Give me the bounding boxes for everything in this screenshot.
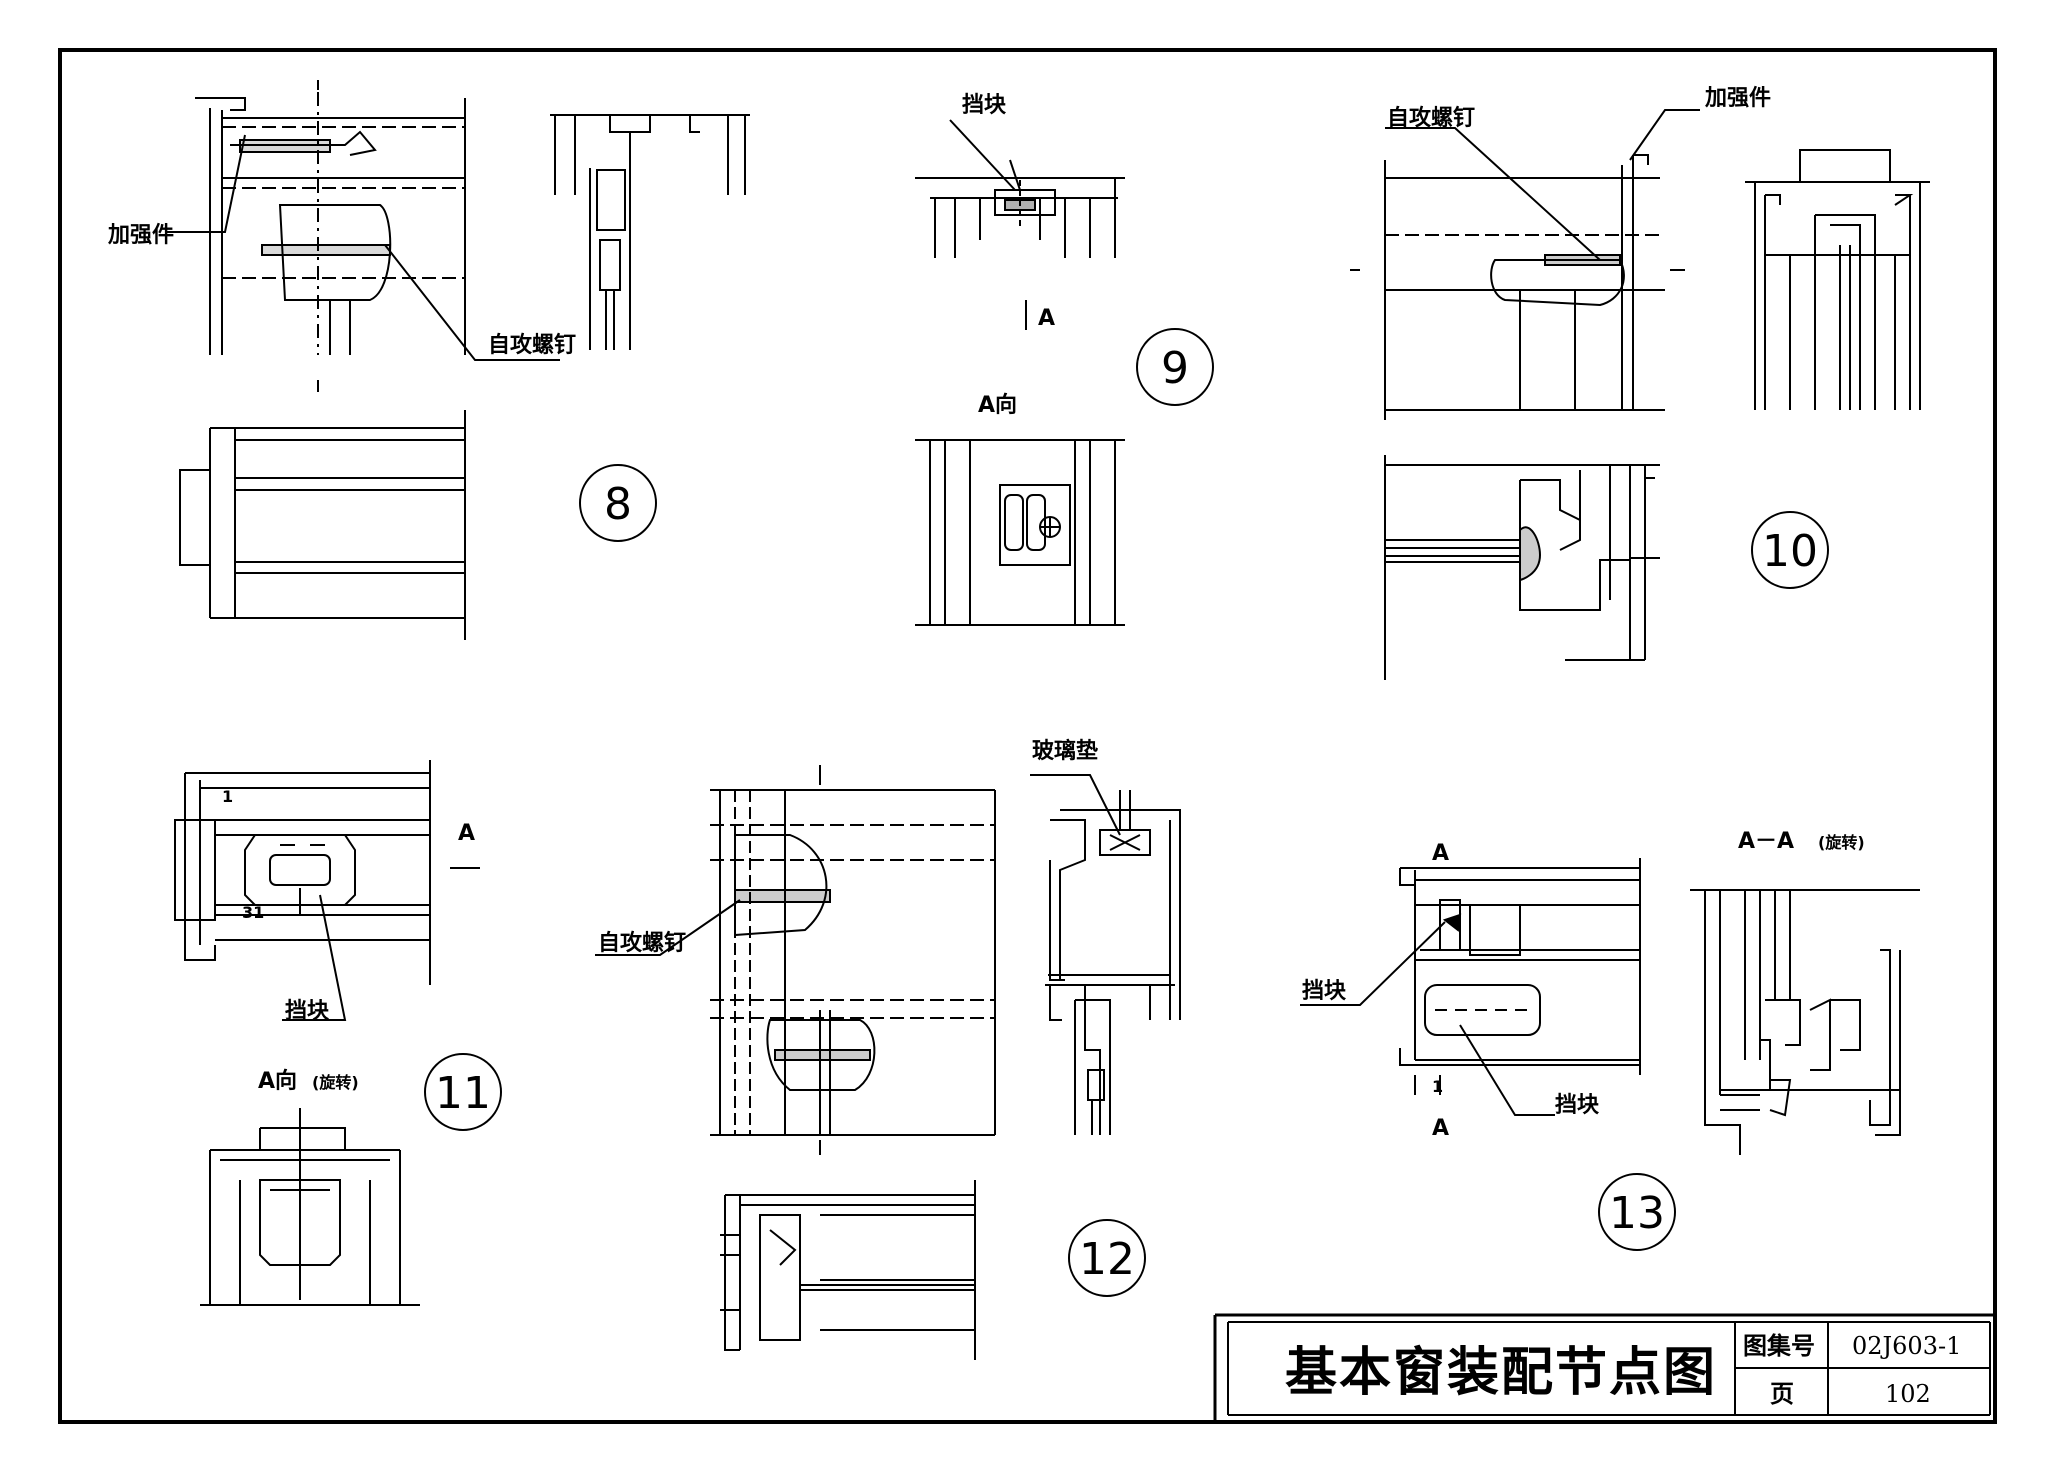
detail-13-number: 13	[1609, 1188, 1665, 1239]
detail-8-section	[550, 114, 750, 350]
detail-13-marker	[1598, 1173, 1676, 1251]
detail-8-elevation	[195, 80, 466, 392]
drawing-title: 基本窗装配节点图	[1285, 1343, 1717, 1403]
detail-11-marker	[424, 1053, 502, 1131]
label-view-a-9: A向	[978, 392, 1017, 418]
detail-12-elevation	[710, 765, 996, 1155]
label-a1-bottom-13: A	[1432, 1116, 1449, 1141]
detail-10-number: 10	[1762, 526, 1818, 577]
leader-screw-10	[1385, 127, 1601, 261]
atlas-number-value: 02J603-1	[1852, 1332, 1961, 1360]
label-stopblock-9: 挡块	[962, 93, 1007, 118]
detail-12-plan	[720, 1180, 976, 1360]
detail-11-view-a	[200, 1108, 420, 1306]
leader-screw-12	[595, 899, 741, 956]
detail-12-number: 12	[1079, 1234, 1135, 1285]
detail-13-section	[1399, 858, 1641, 1095]
page-label: 页	[1770, 1380, 1794, 1408]
detail-10-section	[1745, 149, 1930, 410]
label-rotated-11: (旋转)	[312, 1073, 359, 1092]
label-stopblock-13b: 挡块	[1555, 1093, 1600, 1118]
leader-stopblock-9	[949, 119, 1016, 191]
label-view-a-rotated-11: A向	[258, 1068, 297, 1094]
leader-stopblock-13a	[1300, 921, 1446, 1006]
detail-9-number: 9	[1161, 343, 1189, 394]
detail-9-section	[915, 159, 1125, 330]
detail-8-number: 8	[604, 479, 632, 530]
leader-stopblock-13b	[1459, 1024, 1555, 1116]
leader-glasspad-12	[1030, 774, 1121, 836]
label-rotated-13: (旋转)	[1818, 833, 1865, 852]
label-reinforcement-8: 加强件	[107, 223, 174, 248]
label-dim1-13: 1	[1432, 1077, 1443, 1096]
detail-10-plan	[1384, 455, 1660, 680]
detail-8-plan	[179, 410, 466, 640]
page-number-value: 102	[1885, 1380, 1931, 1408]
detail-11-number: 11	[435, 1068, 491, 1119]
atlas-number-label: 图集号	[1743, 1332, 1815, 1360]
label-a1-top-13: A	[1432, 841, 1449, 866]
label-screw-12: 自攻螺钉	[598, 930, 686, 956]
leader-stopblock-11	[282, 894, 347, 1021]
label-stopblock-11: 挡块	[285, 999, 330, 1024]
label-section-aa-13: A－A	[1738, 829, 1794, 854]
detail-13-section-aa	[1690, 889, 1920, 1155]
label-dim1-11: 1	[222, 787, 233, 806]
detail-9-view-a	[915, 439, 1125, 626]
label-stopblock-13a: 挡块	[1302, 979, 1347, 1004]
label-screw-10: 自攻螺钉	[1387, 105, 1475, 131]
title-block	[1213, 1313, 1995, 1422]
label-a-11: A	[458, 821, 475, 846]
detail-10-marker	[1751, 511, 1829, 589]
detail-12-marker	[1068, 1219, 1146, 1297]
detail-10-elevation	[1350, 154, 1685, 420]
detail-12-section	[1045, 790, 1181, 1135]
detail-11-section	[174, 760, 480, 985]
label-screw-8: 自攻螺钉	[488, 332, 576, 358]
label-dim31-11: 31	[242, 903, 264, 922]
leader-reinforcement-10	[1629, 109, 1700, 161]
sheet-border	[58, 48, 1997, 1424]
label-a-9: A	[1038, 306, 1055, 331]
detail-8-marker	[579, 464, 657, 542]
label-reinforcement-10: 加强件	[1704, 86, 1771, 111]
leader-screw-8	[384, 244, 560, 361]
leader-reinforcement-8	[165, 134, 246, 233]
label-glasspad-12: 玻璃垫	[1032, 738, 1098, 764]
detail-9-marker	[1136, 328, 1214, 406]
